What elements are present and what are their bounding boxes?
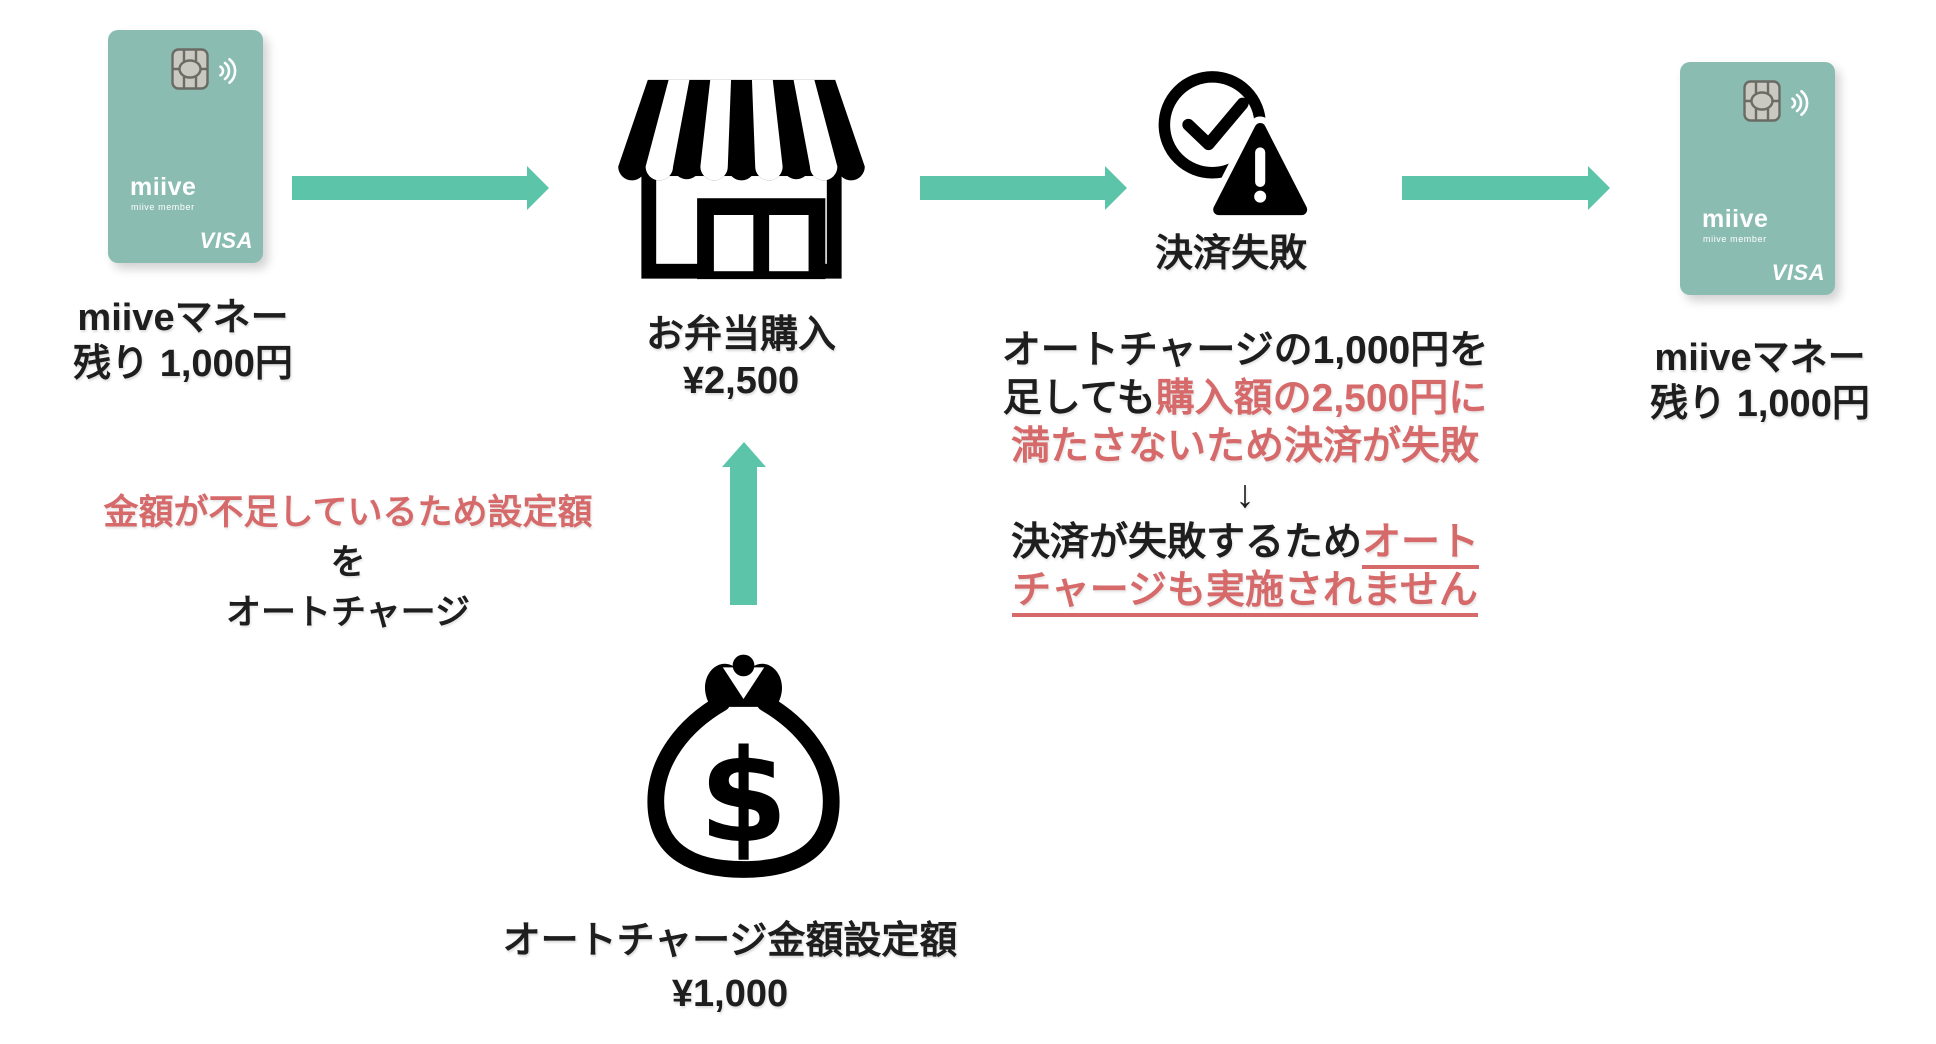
flow-arrow-3 — [1402, 166, 1610, 210]
down-arrow-glyph: ↓ — [1235, 473, 1255, 516]
payment-failure-label: 決済失敗 — [1154, 233, 1307, 275]
flow-arrow-up — [722, 442, 766, 605]
autocharge-note-black1: を — [330, 543, 366, 582]
autocharge-note-red: 金額が不足しているため設定額 — [103, 493, 593, 532]
card-chip-icon — [171, 48, 209, 90]
failure-note-l2-black: 足しても — [1002, 377, 1156, 420]
svg-text:$: $ — [699, 723, 788, 872]
failure-note-l5-red: チャージも実施されません — [1012, 569, 1478, 617]
failure-note: オートチャージの1,000円を 足しても購入額の2,500円に 満たさないため決… — [965, 327, 1525, 617]
miive-member-text: miive member — [1703, 234, 1767, 244]
card-left-caption: miiveマネー 残り 1,000円 — [73, 297, 293, 385]
storefront-icon — [618, 79, 865, 280]
autocharge-note-black2: オートチャージ — [226, 593, 470, 632]
miive-card-right: miive miive member VISA — [1680, 62, 1835, 295]
miive-logo: miive — [130, 173, 197, 201]
card-right-caption: miiveマネー 残り 1,000円 — [1650, 337, 1870, 425]
miive-logo: miive — [1702, 205, 1769, 233]
store-caption: お弁当購入 ¥2,500 — [645, 314, 836, 402]
payment-failed-icon — [1158, 71, 1309, 222]
failure-note-l4-red: オート — [1362, 521, 1480, 569]
visa-logo: VISA — [1771, 260, 1825, 285]
autocharge-setting-caption: オートチャージ金額設定額 ¥1,000 — [502, 920, 958, 1015]
failure-note-l2-red: 購入額の2,500円に — [1155, 377, 1488, 420]
miive-member-text: miive member — [131, 202, 195, 212]
contactless-icon — [219, 58, 237, 84]
contactless-icon — [1791, 90, 1809, 116]
autocharge-note: 金額が不足しているため設定額を オートチャージ — [98, 488, 598, 638]
miive-card-left: miive miive member VISA — [108, 30, 263, 263]
card-chip-icon — [1743, 80, 1781, 122]
failure-note-l4-black: 決済が失敗するため — [1010, 521, 1362, 564]
failure-note-l1: オートチャージの1,000円を — [1001, 329, 1489, 372]
flow-arrow-2 — [920, 166, 1127, 210]
visa-logo: VISA — [199, 228, 253, 253]
flow-arrow-1 — [292, 166, 549, 210]
failure-note-l3-red: 満たさないため決済が失敗 — [1010, 425, 1479, 468]
money-bag-icon: $ — [647, 654, 840, 878]
